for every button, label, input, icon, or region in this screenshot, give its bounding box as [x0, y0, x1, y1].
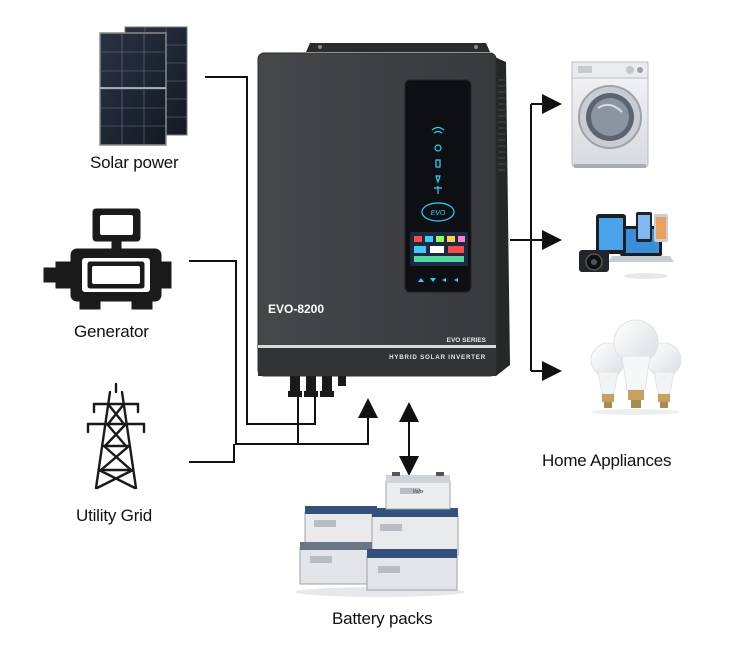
load-wiring: [510, 94, 562, 381]
home-appliances-label: Home Appliances: [542, 451, 672, 470]
solar-panel-icon: [99, 26, 188, 146]
washing-machine-icon: [571, 61, 649, 168]
inverter-logo: EVO: [431, 210, 446, 217]
pylon-icon: [86, 382, 146, 490]
source-wiring: [189, 76, 419, 476]
inverter-series-label: EVO SERIES: [447, 337, 487, 344]
devices-icon: [579, 212, 674, 279]
inverter-unit: [257, 43, 510, 397]
battery-packs-label: Battery packs: [332, 609, 433, 628]
inverter-type-label: HYBRID SOLAR INVERTER: [389, 354, 486, 361]
solar-power-label: Solar power: [90, 153, 179, 172]
bulb-icon: [590, 319, 682, 415]
utility-grid-label: Utility Grid: [76, 506, 152, 525]
generator-icon: [43, 208, 172, 310]
inverter-model-label: EVO-8200: [268, 302, 324, 316]
battery-brand-label: Voltx: [413, 489, 424, 495]
battery-icon: [295, 472, 465, 597]
generator-label: Generator: [74, 322, 149, 341]
